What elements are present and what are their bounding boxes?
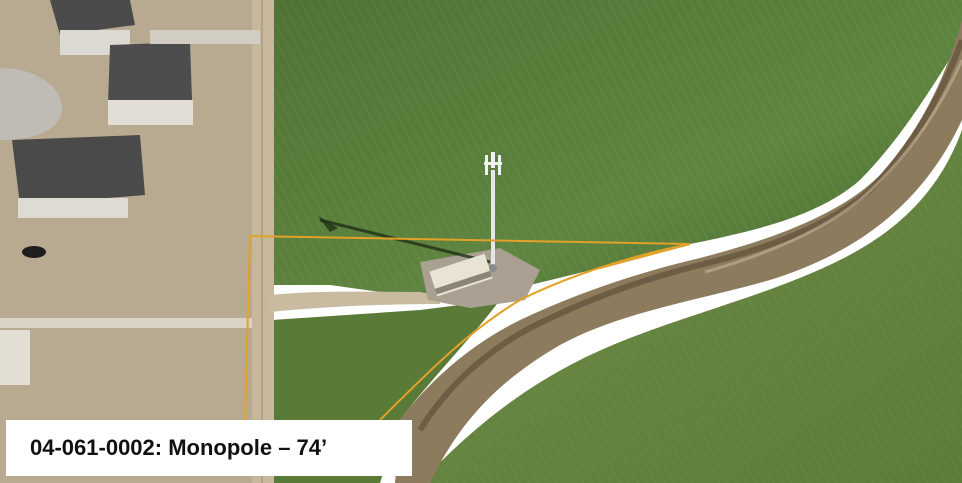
cul-de-sac xyxy=(0,68,62,140)
drainage-ditch xyxy=(395,20,962,483)
site-caption-label: 04-061-0002: Monopole – 74’ xyxy=(30,435,328,460)
parcel-outline xyxy=(244,234,691,421)
house-1 xyxy=(50,0,135,55)
monopole-tower-icon xyxy=(484,152,502,272)
house-2 xyxy=(108,42,193,125)
equipment-shelter-icon xyxy=(429,253,493,297)
site-caption-box: 04-061-0002: Monopole – 74’ xyxy=(6,420,412,476)
access-road xyxy=(270,291,440,312)
house-3 xyxy=(12,135,145,218)
